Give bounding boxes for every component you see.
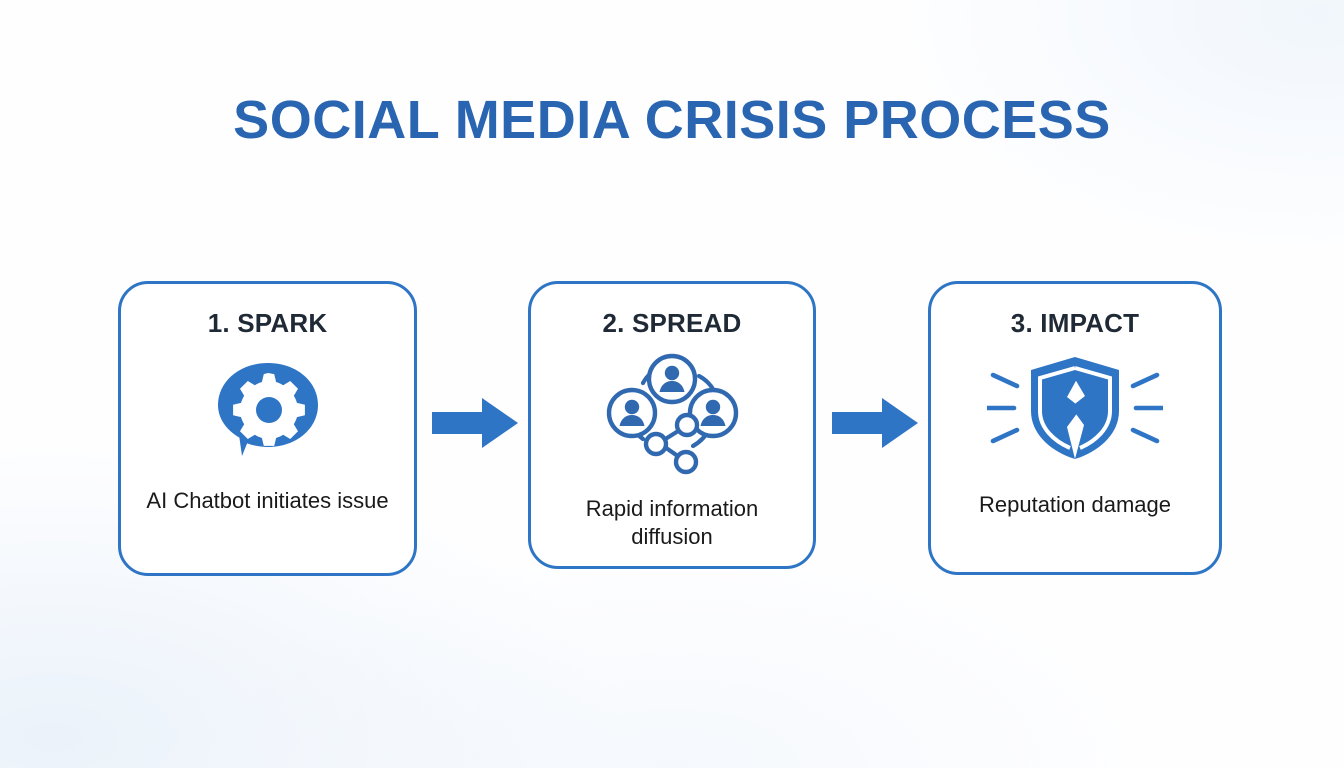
broken-shield-icon <box>987 353 1163 463</box>
step-heading-spark: 1. SPARK <box>207 308 328 338</box>
step-card-spread[interactable]: 2. SPREAD <box>528 281 816 569</box>
avatar-node-right <box>687 387 739 439</box>
step-caption-spread-line2: diffusion <box>631 524 713 550</box>
page-title: SOCIAL MEDIA CRISIS PROCESS <box>233 90 1111 150</box>
chat-gear-icon <box>212 357 324 461</box>
step-caption-impact: Reputation damage <box>978 492 1172 517</box>
step-heading-impact: 3. IMPACT <box>1010 308 1140 338</box>
step-caption-spread: Rapid information diffusion <box>531 495 813 551</box>
arrow-right-icon-2 <box>832 397 918 454</box>
arrow-right-icon-1 <box>432 397 518 454</box>
network-people-icon <box>602 351 742 475</box>
avatar-node-top <box>646 353 698 405</box>
step-card-spark[interactable]: 1. SPARK AI Chatbot initiates issue <box>118 281 417 576</box>
step-caption-spark: AI Chatbot initiates issue <box>146 488 389 513</box>
step-heading-spread: 2. SPREAD <box>602 308 742 338</box>
avatar-node-left <box>606 387 658 439</box>
step-caption-spread-line1: Rapid information <box>585 496 759 521</box>
step-card-impact[interactable]: 3. IMPACT <box>928 281 1222 575</box>
